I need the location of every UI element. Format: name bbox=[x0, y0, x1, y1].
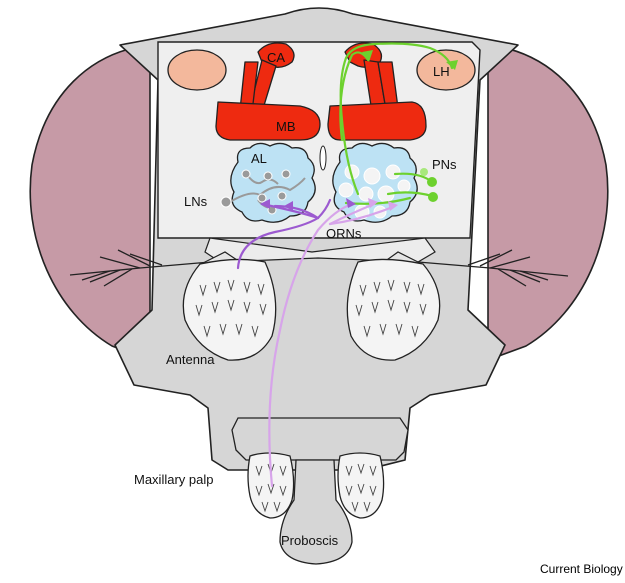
left-compound-eye bbox=[30, 45, 150, 360]
label-maxillary-palp: Maxillary palp bbox=[134, 472, 213, 487]
maxillary-palp-right bbox=[338, 453, 384, 518]
midline-structure bbox=[320, 146, 326, 170]
label-proboscis: Proboscis bbox=[281, 533, 339, 548]
label-pns: PNs bbox=[432, 157, 457, 172]
figure-credit: Current Biology bbox=[540, 562, 623, 576]
label-mb: MB bbox=[276, 119, 296, 134]
label-lh: LH bbox=[433, 64, 450, 79]
label-antenna: Antenna bbox=[166, 352, 215, 367]
label-al: AL bbox=[251, 151, 267, 166]
label-ca: CA bbox=[267, 50, 285, 65]
right-compound-eye bbox=[488, 45, 608, 360]
label-lns: LNs bbox=[184, 194, 208, 209]
label-orns: ORNs bbox=[326, 226, 362, 241]
lateral-horn-left bbox=[168, 50, 226, 90]
